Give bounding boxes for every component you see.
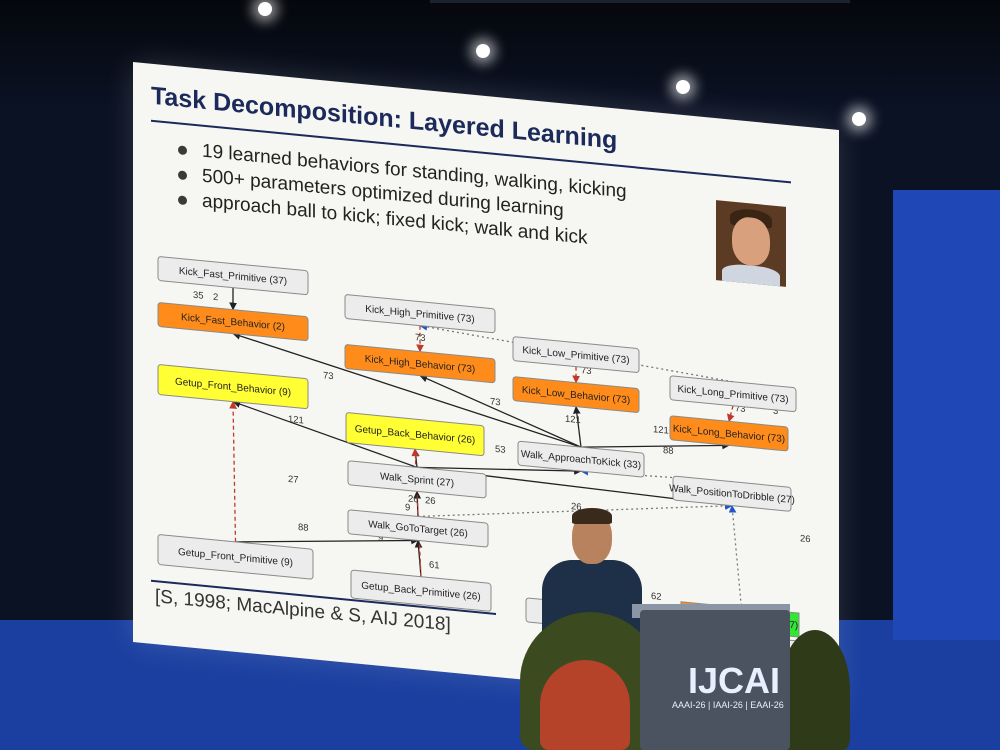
graph-node: Walk_PositionToDribble (27) <box>669 475 795 512</box>
graph-node: Kick_Fast_Behavior (2) <box>157 302 309 342</box>
node-box <box>512 336 640 373</box>
node-box <box>669 375 797 413</box>
stage-light <box>476 44 490 58</box>
lighting-truss <box>430 0 850 83</box>
podium <box>640 610 790 750</box>
node-box <box>345 412 485 457</box>
edge-weight-label: 121 <box>288 414 304 427</box>
graph-edge <box>573 405 582 448</box>
node-box <box>347 509 489 548</box>
edge-weight-label: 26 <box>408 493 419 505</box>
graph-node: Kick_Low_Behavior (73) <box>512 376 640 413</box>
graph-node: Getup_Front_Behavior (9) <box>157 364 309 410</box>
edge-weight-label: 88 <box>663 445 674 457</box>
plant <box>540 660 630 750</box>
node-box <box>350 569 492 612</box>
edge-weight-label: 3 <box>773 406 778 417</box>
node-box <box>344 294 496 334</box>
edge-weight-label: 9 <box>405 502 410 513</box>
edge-weight-label: 2 <box>213 292 218 303</box>
graph-edge <box>235 536 419 545</box>
conference-logo-subtitle: AAAI-26 | IAAI-26 | EAAI-26 <box>672 700 784 710</box>
plant <box>780 630 850 750</box>
graph-edge <box>232 332 582 448</box>
stage-light <box>852 112 866 126</box>
conference-logo: IJCAI <box>688 660 781 701</box>
graph-node: Kick_Long_Primitive (73) <box>669 375 797 413</box>
graph-node: Kick_High_Primitive (73) <box>344 294 496 334</box>
graph-node: Kick_Fast_Primitive (37) <box>157 256 309 296</box>
edge-weight-label: 26 <box>425 495 436 507</box>
node-box <box>669 415 789 452</box>
graph-edge <box>580 441 730 450</box>
edge-weight-label: 121 <box>653 424 669 437</box>
graph-edge <box>726 405 735 423</box>
edge-weight-label: 73 <box>415 332 426 344</box>
node-box <box>344 344 496 384</box>
node-box <box>512 376 640 413</box>
graph-node: Kick_High_Behavior (73) <box>344 344 496 384</box>
edge-weight-label: 35 <box>193 290 204 302</box>
edge-weight-label: 73 <box>581 365 592 377</box>
node-box <box>157 302 309 342</box>
edge-weight-label: 73 <box>490 396 501 408</box>
edge-weight-label: 73 <box>323 370 334 382</box>
edge-weight-label: 121 <box>565 414 581 427</box>
graph-node: Walk_ApproachToKick (33) <box>517 440 645 478</box>
edge-weight-label: 26 <box>571 501 582 513</box>
edge-weight-label: 53 <box>495 444 506 456</box>
stage-light <box>258 2 272 16</box>
node-box <box>157 534 314 580</box>
graph-node: Kick_Low_Primitive (73) <box>512 336 640 373</box>
node-box <box>517 440 645 478</box>
graph-edge-labels: 3527373737373121121121121535388882799262… <box>193 290 811 636</box>
graph-node: Walk_GoToTarget (26) <box>347 509 489 548</box>
graph-node: Getup_Front_Primitive (9) <box>157 534 314 580</box>
graph-edge <box>419 375 582 448</box>
stage-light <box>676 80 690 94</box>
node-box <box>672 475 792 512</box>
graph-node: Getup_Back_Behavior (26) <box>345 412 485 457</box>
graph-edge <box>414 539 423 577</box>
node-box <box>157 364 309 410</box>
graph-edge <box>411 448 420 468</box>
graph-node: Walk_Sprint (27) <box>347 460 487 499</box>
graph-edge <box>419 323 734 383</box>
graph-node: Getup_Back_Primitive (26) <box>350 569 492 612</box>
edge-weight-label: 61 <box>429 560 440 572</box>
speaker-hair <box>572 508 612 524</box>
side-screen-panel <box>893 190 1000 640</box>
graph-edge <box>416 466 582 475</box>
graph-node: Kick_Long_Behavior (73) <box>669 415 789 452</box>
node-box <box>157 256 309 296</box>
edge-weight-label: 73 <box>735 403 746 415</box>
edge-weight-label: 88 <box>298 522 309 534</box>
node-box <box>347 460 487 499</box>
graph-edge <box>229 400 238 542</box>
edge-weight-label: 26 <box>800 533 811 545</box>
edge-weight-label: 9 <box>378 533 383 544</box>
edge-weight-label: 62 <box>651 591 662 603</box>
graph-edge <box>232 400 418 468</box>
edge-weight-label: 27 <box>288 474 299 486</box>
